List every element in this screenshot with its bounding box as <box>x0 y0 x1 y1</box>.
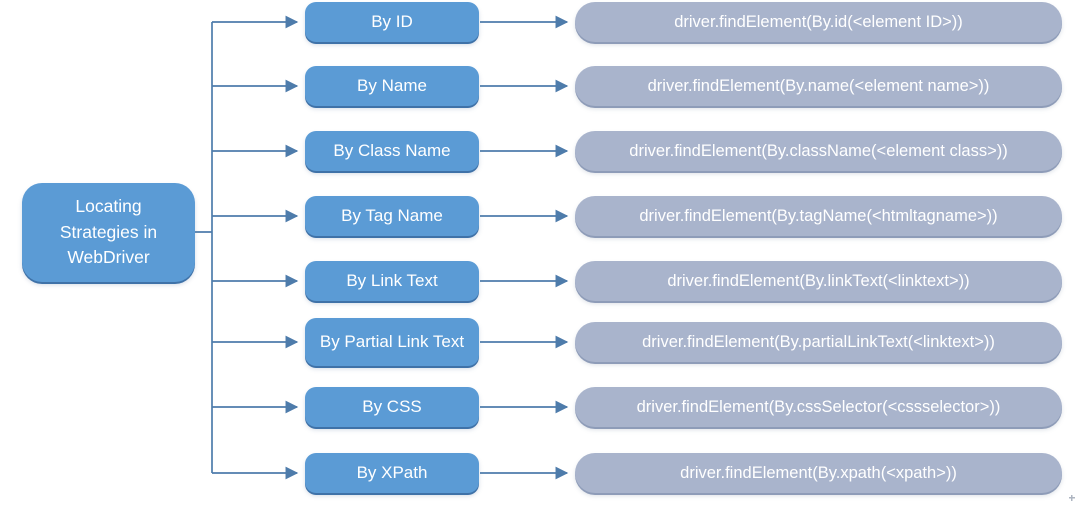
strategy-node-by-class-name: By Class Name <box>305 131 479 171</box>
strategy-node-label: By Name <box>357 76 427 96</box>
artifact-mark <box>1069 495 1075 501</box>
strategy-node-label: By Link Text <box>346 271 438 291</box>
code-pill-by-partial-link-text: driver.findElement(By.partialLinkText(<l… <box>575 322 1062 362</box>
code-pill-text: driver.findElement(By.id(<element ID>)) <box>674 12 963 31</box>
code-pill-text: driver.findElement(By.partialLinkText(<l… <box>642 332 995 351</box>
strategy-node-by-tag-name: By Tag Name <box>305 196 479 236</box>
strategy-node-by-name: By Name <box>305 66 479 106</box>
code-pill-by-name: driver.findElement(By.name(<element name… <box>575 66 1062 106</box>
root-node: Locating Strategies in WebDriver <box>22 183 195 282</box>
code-pill-by-css: driver.findElement(By.cssSelector(<cssse… <box>575 387 1062 427</box>
code-pill-text: driver.findElement(By.tagName(<htmltagna… <box>639 206 998 225</box>
strategy-node-by-id: By ID <box>305 2 479 42</box>
code-pill-by-tag-name: driver.findElement(By.tagName(<htmltagna… <box>575 196 1062 236</box>
strategy-node-label: By ID <box>371 12 413 32</box>
code-pill-by-xpath: driver.findElement(By.xpath(<xpath>)) <box>575 453 1062 493</box>
code-pill-text: driver.findElement(By.className(<element… <box>629 141 1008 160</box>
strategy-node-by-partial-link-text: By Partial Link Text <box>305 318 479 366</box>
root-node-label: Locating Strategies in WebDriver <box>59 196 158 268</box>
strategy-node-label: By XPath <box>356 463 428 483</box>
strategy-node-label: By Partial Link Text <box>319 332 465 352</box>
strategy-node-label: By Tag Name <box>341 206 443 226</box>
code-pill-text: driver.findElement(By.cssSelector(<cssse… <box>636 397 1001 416</box>
code-pill-by-id: driver.findElement(By.id(<element ID>)) <box>575 2 1062 42</box>
strategy-node-by-link-text: By Link Text <box>305 261 479 301</box>
code-pill-text: driver.findElement(By.xpath(<xpath>)) <box>680 463 957 482</box>
code-pill-by-class-name: driver.findElement(By.className(<element… <box>575 131 1062 171</box>
strategy-node-label: By Class Name <box>333 141 451 161</box>
code-pill-text: driver.findElement(By.name(<element name… <box>647 76 990 95</box>
strategy-node-label: By CSS <box>362 397 422 417</box>
code-pill-text: driver.findElement(By.linkText(<linktext… <box>667 271 970 290</box>
code-pill-by-link-text: driver.findElement(By.linkText(<linktext… <box>575 261 1062 301</box>
strategy-node-by-css: By CSS <box>305 387 479 427</box>
strategy-node-by-xpath: By XPath <box>305 453 479 493</box>
